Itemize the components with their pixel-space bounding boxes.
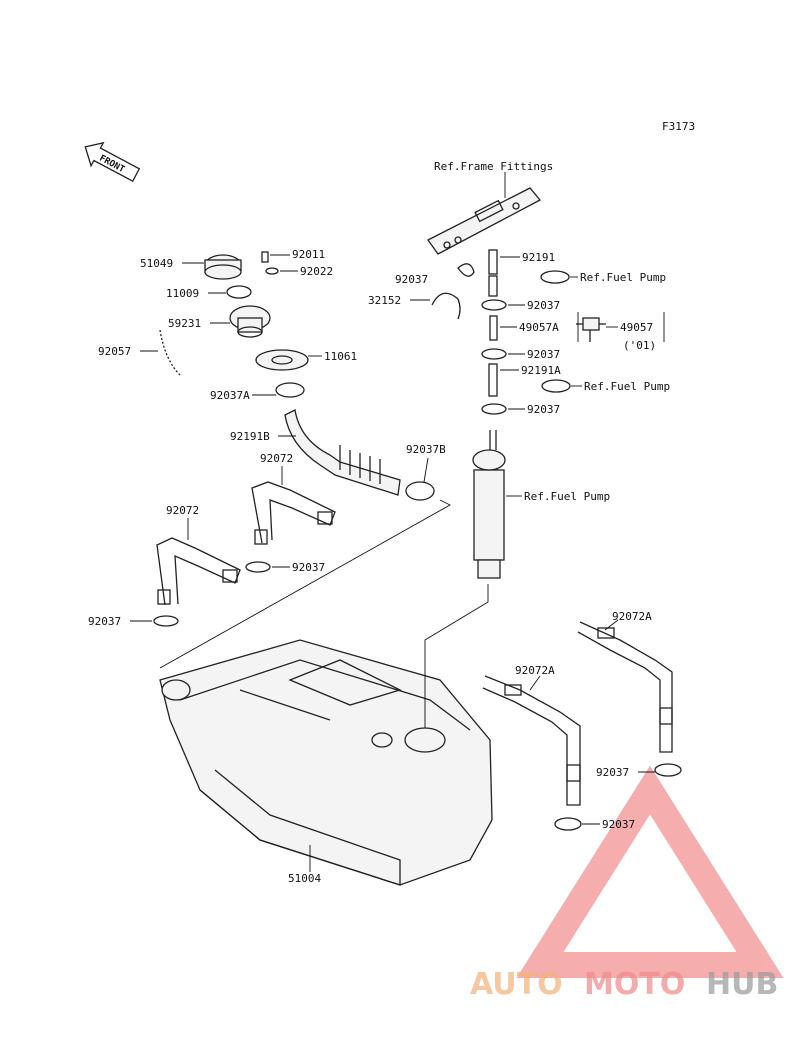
clamp-92037-r1 <box>481 299 507 311</box>
part-59231: 59231 <box>168 317 201 330</box>
part-92037-mid: 92037 <box>292 561 325 574</box>
clamp-92037-r3 <box>481 403 507 415</box>
figure-code: F3173 <box>662 120 695 133</box>
part-11009: 11009 <box>166 287 199 300</box>
clamp-92037-mid <box>245 561 271 573</box>
watermark-part-1: AUTO <box>470 967 563 1002</box>
hose-92191 <box>488 249 498 275</box>
part-51004: 51004 <box>288 872 321 885</box>
part-92037B: 92037B <box>406 443 446 456</box>
watermark-logo-icon <box>516 765 784 978</box>
fuel-tank <box>159 639 493 886</box>
filler-cap <box>204 254 242 280</box>
ref-frame-fittings: Ref.Frame Fittings <box>434 160 553 173</box>
chain-92057 <box>159 329 181 376</box>
part-92072-left: 92072 <box>166 504 199 517</box>
part-92037-top: 92037 <box>395 273 428 286</box>
ref-fuel-pump-2: Ref.Fuel Pump <box>584 380 670 393</box>
part-92072A-right: 92072A <box>612 610 652 623</box>
strap-92072A-right <box>577 621 673 753</box>
part-92191A: 92191A <box>521 364 561 377</box>
clamp-ref <box>541 379 571 393</box>
clamp-92037B <box>405 481 435 501</box>
part-92191: 92191 <box>522 251 555 264</box>
hose-92191B <box>284 409 401 496</box>
part-92037-r1: 92037 <box>527 299 560 312</box>
part-92057: 92057 <box>98 345 131 358</box>
hose-32152 <box>431 292 461 320</box>
part-92022: 92022 <box>300 265 333 278</box>
hose-segment <box>488 275 498 297</box>
valve-49057 <box>576 317 606 342</box>
watermark-part-3: HUB <box>706 967 778 1002</box>
part-92191B: 92191B <box>230 430 270 443</box>
strap-92072-left <box>156 537 241 606</box>
part-49057A: 49057A <box>519 321 559 334</box>
part-32152: 32152 <box>368 294 401 307</box>
part-92011: 92011 <box>292 248 325 261</box>
part-11061: 11061 <box>324 350 357 363</box>
joint-49057A <box>489 315 498 341</box>
part-92037-br2: 92037 <box>602 818 635 831</box>
part-92037-r2: 92037 <box>527 348 560 361</box>
hose-92191A <box>488 363 498 397</box>
ref-fuel-pump-3: Ref.Fuel Pump <box>524 490 610 503</box>
ref-fuel-pump-1: Ref.Fuel Pump <box>580 271 666 284</box>
part-92037-br1: 92037 <box>596 766 629 779</box>
leader-line <box>159 499 451 669</box>
clamp-92037-br2 <box>554 817 582 831</box>
clamp-92037A <box>275 382 305 398</box>
plate-11061 <box>255 349 309 371</box>
part-92037-left: 92037 <box>88 615 121 628</box>
clamp-92037-top <box>457 263 475 277</box>
filler-neck-59231 <box>229 305 271 338</box>
screw-92011 <box>261 251 269 263</box>
part-92072-upper: 92072 <box>260 452 293 465</box>
front-arrow-icon: FRONT <box>84 141 141 183</box>
clamp-92037-br1 <box>654 763 682 777</box>
gasket-11009 <box>226 285 252 299</box>
leader-line <box>529 675 541 691</box>
leader-line <box>424 584 489 728</box>
clamp-92037-left <box>153 615 179 627</box>
clamp-92037-r2 <box>481 348 507 360</box>
washer-92022 <box>265 267 279 275</box>
strap-92072A-mid <box>482 675 581 806</box>
part-51049: 51049 <box>140 257 173 270</box>
part-92037A: 92037A <box>210 389 250 402</box>
watermark-part-2: MOTO <box>584 967 685 1002</box>
fuel-pump <box>472 430 506 579</box>
frame-fittings-bracket <box>427 187 542 255</box>
watermark-text: AUTO MOTO HUB <box>470 967 778 1002</box>
part-92037-r3: 92037 <box>527 403 560 416</box>
leader-line <box>604 619 619 631</box>
leader-line <box>423 457 429 483</box>
year-note: ('01) <box>623 339 656 352</box>
part-92072A-mid: 92072A <box>515 664 555 677</box>
part-49057: 49057 <box>620 321 653 334</box>
clamp-ref <box>540 270 570 284</box>
strap-92072-upper <box>251 481 336 545</box>
